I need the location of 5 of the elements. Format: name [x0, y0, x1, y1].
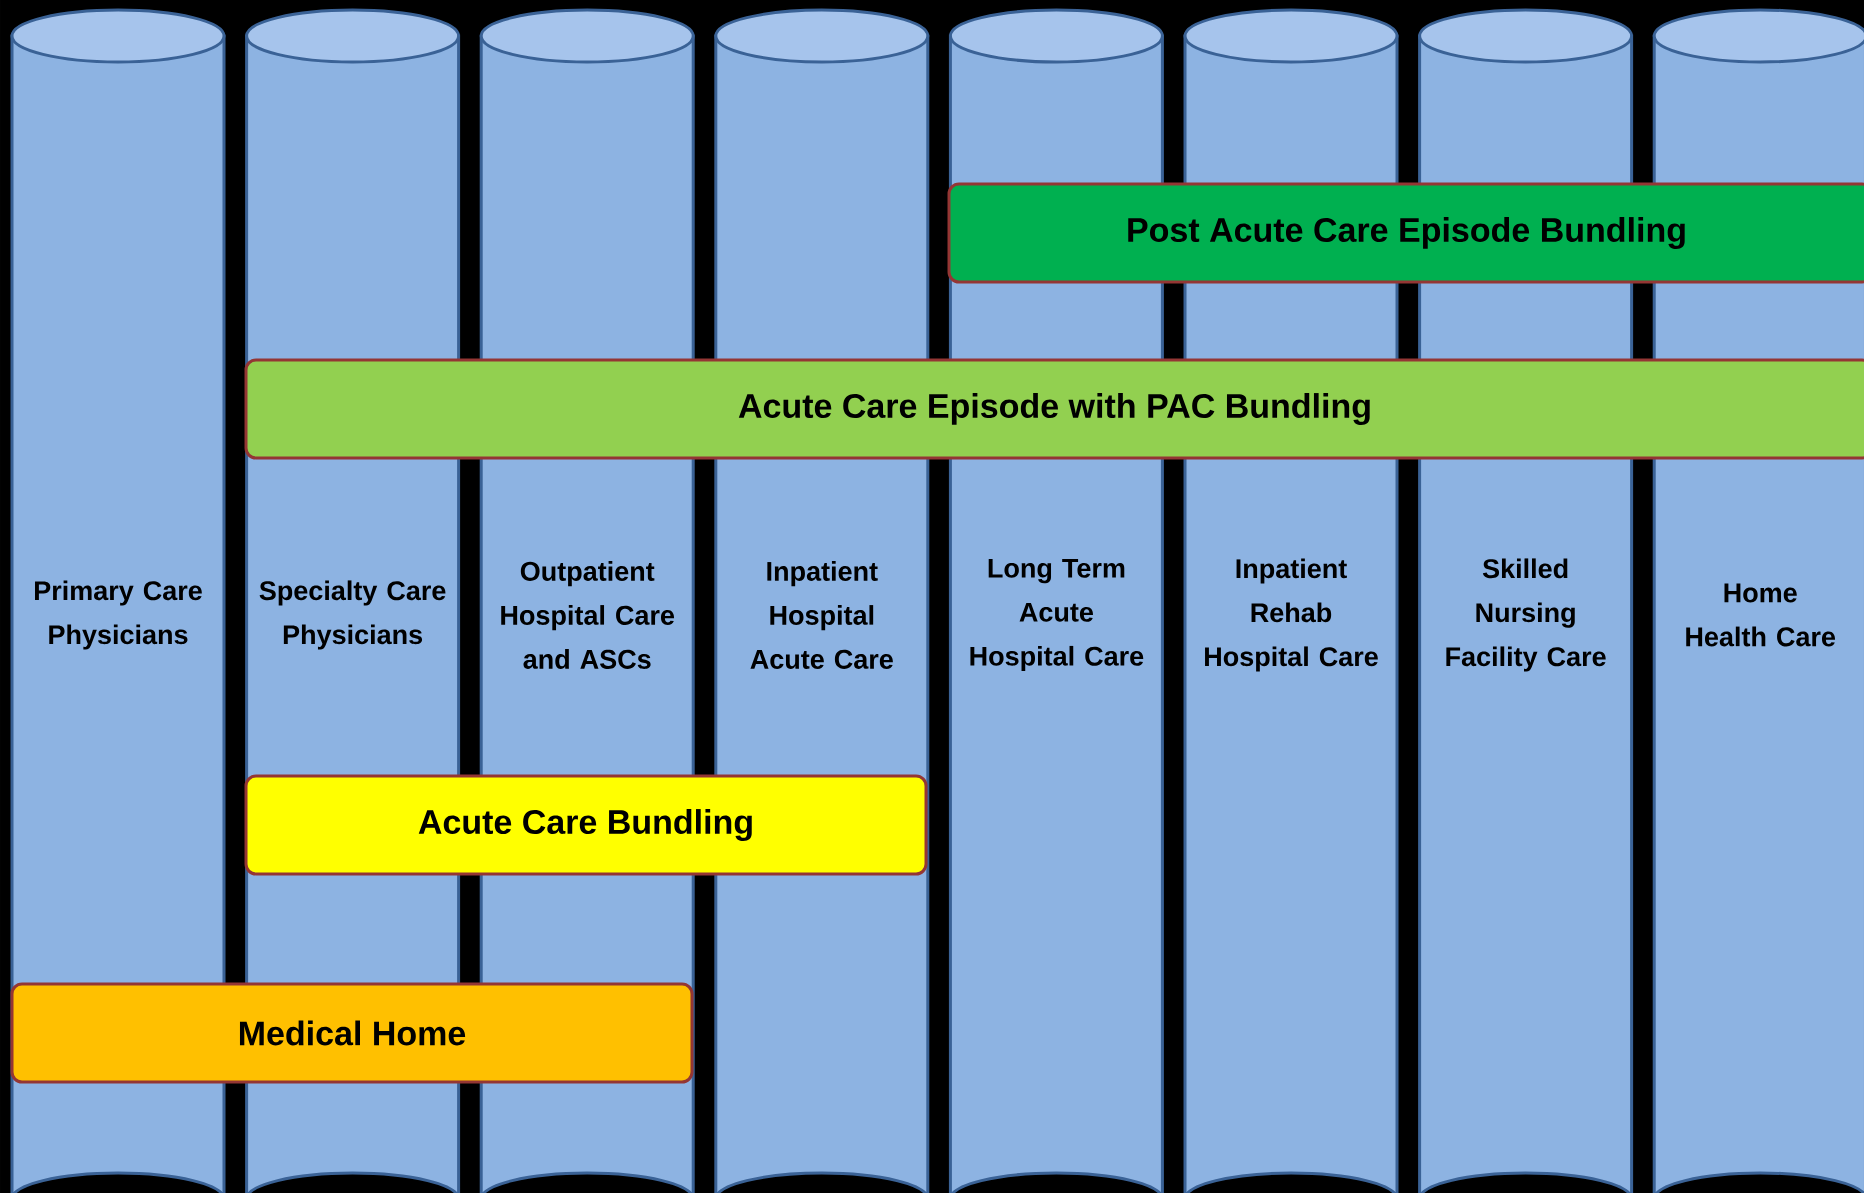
bundle-band: Acute Care Bundling [244, 774, 928, 876]
bundle-band: Medical Home [10, 982, 694, 1084]
cylinder: Primary Care Physicians [10, 8, 226, 1193]
bundle-band: Post Acute Care Episode Bundling [947, 182, 1864, 284]
bundle-band: Acute Care Episode with PAC Bundling [244, 358, 1864, 460]
